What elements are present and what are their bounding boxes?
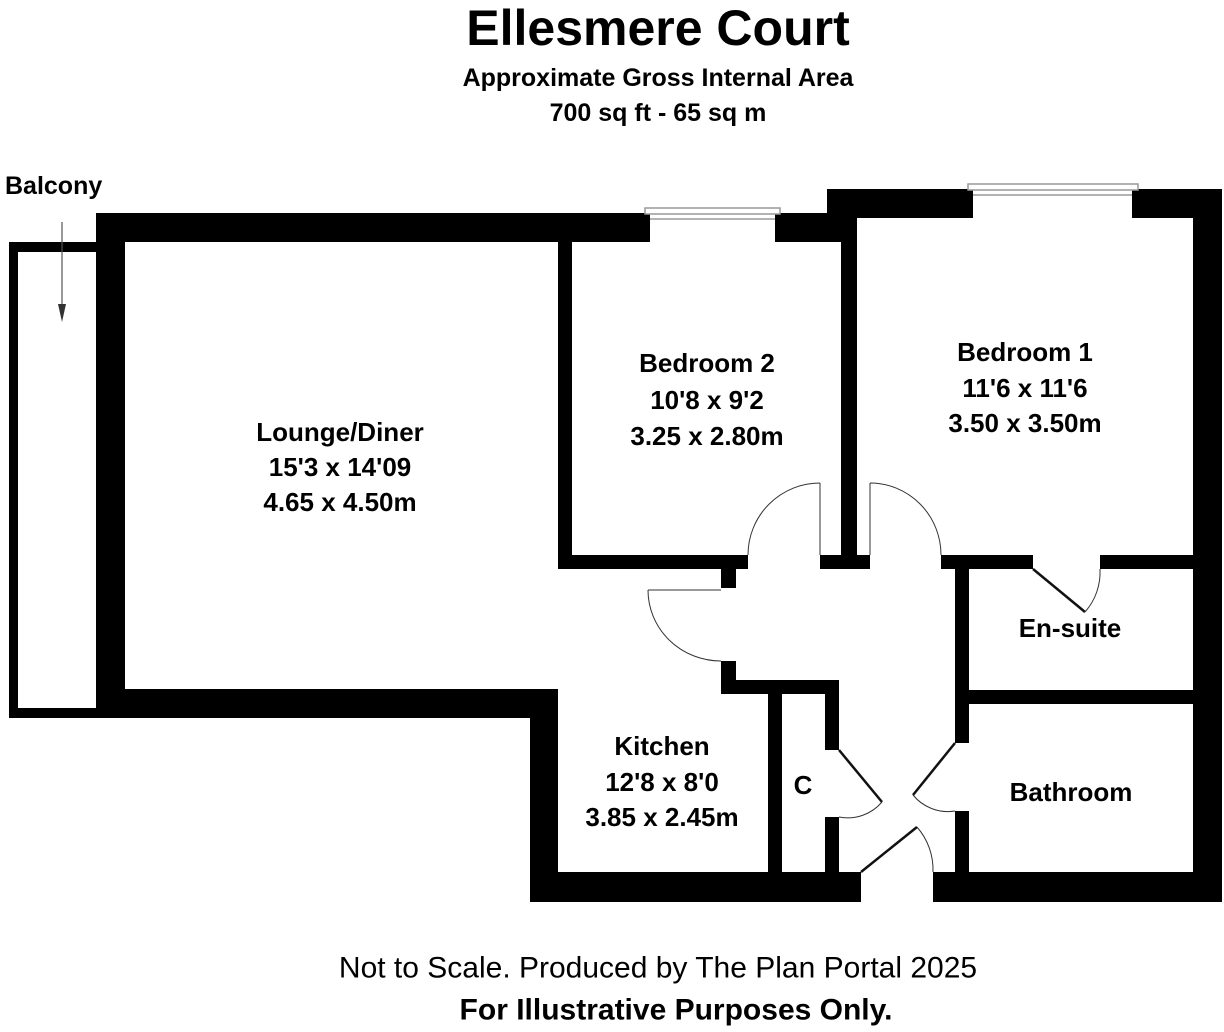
plan-subtitle: Approximate Gross Internal Area bbox=[463, 64, 855, 92]
door-kitchen bbox=[647, 589, 722, 662]
room-name: Bedroom 2 bbox=[639, 348, 775, 378]
room-name: Bedroom 1 bbox=[957, 337, 1093, 367]
window-bedroom-2 bbox=[644, 207, 781, 220]
room-ensuite: En-suite bbox=[1019, 613, 1122, 643]
room-name: Lounge/Diner bbox=[256, 417, 424, 447]
room-size-imperial: 11'6 x 11'6 bbox=[962, 373, 1087, 403]
balcony bbox=[9, 242, 96, 718]
door-entrance bbox=[860, 826, 934, 873]
walls bbox=[96, 189, 1222, 902]
room-bedroom-1: Bedroom 1 11'6 x 11'6 3.50 x 3.50m bbox=[948, 337, 1101, 438]
room-cupboard: C bbox=[794, 770, 813, 800]
room-kitchen: Kitchen 12'8 x 8'0 3.85 x 2.45m bbox=[585, 731, 738, 832]
plan-title: Ellesmere Court bbox=[466, 0, 850, 56]
window-bedroom-1 bbox=[967, 183, 1139, 196]
room-size-metric: 3.25 x 2.80m bbox=[630, 421, 783, 451]
room-size-imperial: 12'8 x 8'0 bbox=[605, 767, 719, 797]
room-size-imperial: 10'8 x 9'2 bbox=[650, 385, 764, 415]
door-cupboard bbox=[838, 749, 883, 819]
arrow-down-icon bbox=[58, 222, 66, 322]
room-size-metric: 3.50 x 3.50m bbox=[948, 408, 1101, 438]
plan-area: 700 sq ft - 65 sq m bbox=[550, 99, 767, 127]
door-bedroom-2 bbox=[747, 482, 821, 556]
room-size-imperial: 15'3 x 14'09 bbox=[269, 452, 412, 482]
room-bathroom: Bathroom bbox=[1010, 777, 1133, 807]
footer-disclaimer: For Illustrative Purposes Only. bbox=[460, 994, 893, 1027]
balcony-label: Balcony bbox=[5, 172, 102, 200]
door-ensuite bbox=[1032, 568, 1101, 613]
door-bedroom-1 bbox=[869, 482, 942, 556]
room-lounge: Lounge/Diner 15'3 x 14'09 4.65 x 4.50m bbox=[256, 417, 424, 517]
room-name: Kitchen bbox=[614, 731, 709, 761]
room-size-metric: 4.65 x 4.50m bbox=[263, 487, 416, 517]
room-size-metric: 3.85 x 2.45m bbox=[585, 802, 738, 832]
footer-note: Not to Scale. Produced by The Plan Porta… bbox=[339, 952, 977, 985]
room-bedroom-2: Bedroom 2 10'8 x 9'2 3.25 x 2.80m bbox=[630, 348, 783, 451]
door-bathroom bbox=[912, 742, 956, 813]
